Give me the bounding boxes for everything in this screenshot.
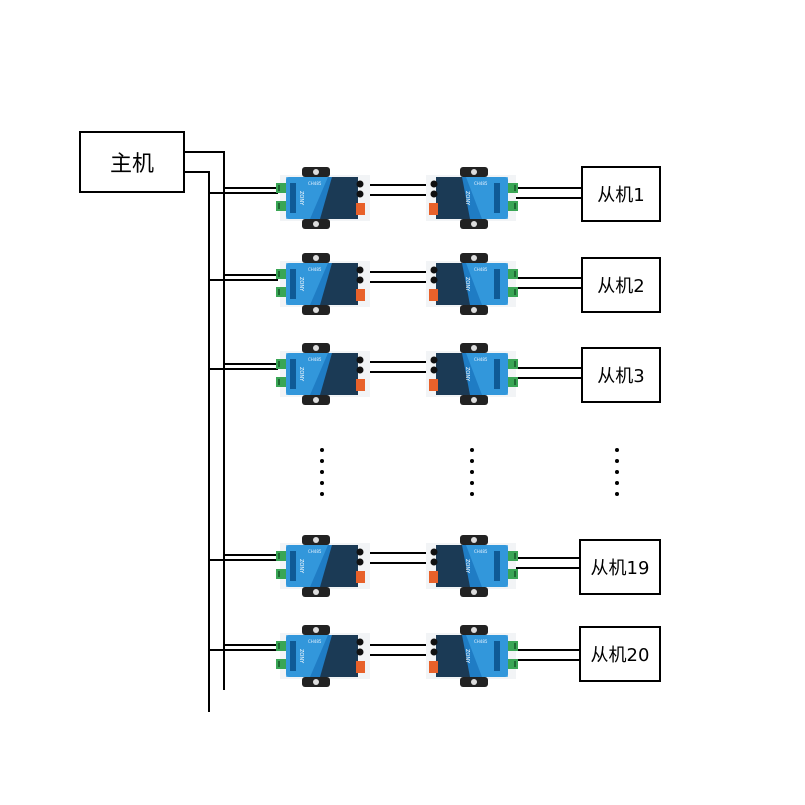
slave-node-3: 从机3 (581, 347, 661, 403)
slave-node-20: 从机20 (579, 626, 661, 682)
slave-node-2: 从机2 (581, 257, 661, 313)
slave-label: 从机2 (597, 276, 644, 297)
converter-right-1 (426, 167, 518, 229)
link-row-3 (209, 343, 582, 405)
converter-right-3 (426, 343, 518, 405)
converter-right-19 (426, 535, 518, 597)
master-node: 主机 (79, 131, 185, 193)
link-row-1 (209, 167, 582, 229)
slave-label: 从机20 (591, 645, 650, 666)
converter-right-20 (426, 625, 518, 687)
bus-lines (184, 151, 225, 712)
link-row-20 (209, 625, 582, 687)
converter-left-1 (276, 167, 370, 229)
slave-label: 从机1 (597, 185, 644, 206)
ellipsis-dots (320, 448, 619, 496)
converter-left-2 (276, 253, 370, 315)
converter-left-20 (276, 625, 370, 687)
converter-right-2 (426, 253, 518, 315)
slave-label: 从机3 (597, 366, 644, 387)
slave-node-19: 从机19 (579, 539, 661, 595)
slave-label: 从机19 (591, 558, 650, 579)
converter-left-19 (276, 535, 370, 597)
link-row-2 (209, 253, 582, 315)
master-label: 主机 (110, 152, 154, 177)
slave-node-1: 从机1 (581, 166, 661, 222)
link-row-19 (209, 535, 582, 597)
converter-left-3 (276, 343, 370, 405)
